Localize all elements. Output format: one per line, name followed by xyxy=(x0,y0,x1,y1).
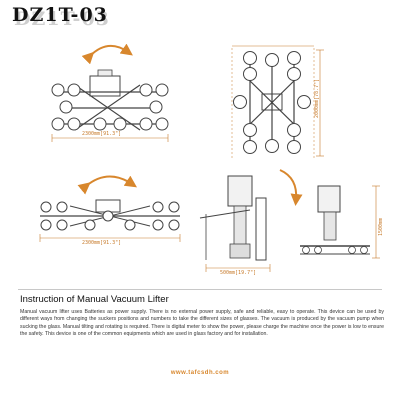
sucker-pad xyxy=(287,140,301,154)
sucker-pad xyxy=(84,219,96,231)
sucker-pad xyxy=(287,67,301,81)
sucker-pad xyxy=(56,201,68,213)
sucker-pad xyxy=(56,219,68,231)
dimension-top-width: 2300mm[91.3"] xyxy=(82,131,122,137)
dimension-right-height: 1500mm xyxy=(378,217,384,236)
sucker-pad xyxy=(155,117,169,131)
sucker-pad xyxy=(243,67,257,81)
sucker-pad xyxy=(168,201,180,213)
top-left-lifter-view xyxy=(51,43,169,142)
sucker-pad xyxy=(152,201,164,213)
dimension-right-base: 500mm[19.7"] xyxy=(220,270,257,276)
sucker-pad xyxy=(40,201,52,213)
sucker-pad xyxy=(360,246,368,254)
sucker-pad xyxy=(348,246,356,254)
technical-drawing xyxy=(39,43,380,272)
sucker-pad xyxy=(51,117,65,131)
sucker-pad xyxy=(287,51,301,65)
section-divider xyxy=(18,289,382,290)
bottom-right-machine-view xyxy=(199,169,380,272)
sucker-pad xyxy=(67,83,81,97)
middle-left-lifter-view xyxy=(39,175,181,242)
instructions-title: Instruction of Manual Vacuum Lifter xyxy=(20,294,169,305)
sucker-pad xyxy=(113,117,127,131)
sucker-pad xyxy=(265,53,279,67)
instructions-paragraph: Manual vacuum lifter uses Batteries as p… xyxy=(20,309,384,337)
sucker-pad xyxy=(152,219,164,231)
sucker-pad xyxy=(302,246,310,254)
top-right-lifter-view xyxy=(231,45,324,160)
sucker-pad xyxy=(93,117,107,131)
sucker-pad xyxy=(102,210,114,222)
rotate-arrow-icon xyxy=(77,175,137,195)
dimension-middle-width: 2300mm[91.3"] xyxy=(82,240,122,246)
sucker-pad xyxy=(314,246,322,254)
sucker-pad xyxy=(243,140,257,154)
sucker-pad xyxy=(155,83,169,97)
sucker-pad xyxy=(149,100,163,114)
sucker-pad xyxy=(40,219,52,231)
sucker-pad xyxy=(233,95,247,109)
model-title-shadow: DZ1T-03 xyxy=(14,8,110,30)
sucker-pad xyxy=(59,100,73,114)
rotate-arrow-icon xyxy=(81,43,133,65)
model-title: DZ1T-03 xyxy=(12,4,108,26)
sucker-pad xyxy=(265,139,279,153)
sucker-pad xyxy=(124,219,136,231)
sucker-pad xyxy=(168,219,180,231)
sucker-pad xyxy=(51,83,65,97)
sucker-pad xyxy=(243,51,257,65)
website-link[interactable]: www.tafcsdh.com xyxy=(170,370,230,376)
sucker-pad xyxy=(67,117,81,131)
instructions-body: Manual vacuum lifter uses Batteries as p… xyxy=(20,309,384,338)
sucker-pad xyxy=(243,123,257,137)
sucker-pad xyxy=(139,117,153,131)
sucker-pad xyxy=(297,95,311,109)
sucker-pad xyxy=(287,123,301,137)
sucker-pad xyxy=(139,83,153,97)
tilt-arrow-icon xyxy=(279,169,303,206)
dimension-side-height: 2000mm[78.7"] xyxy=(314,78,320,118)
